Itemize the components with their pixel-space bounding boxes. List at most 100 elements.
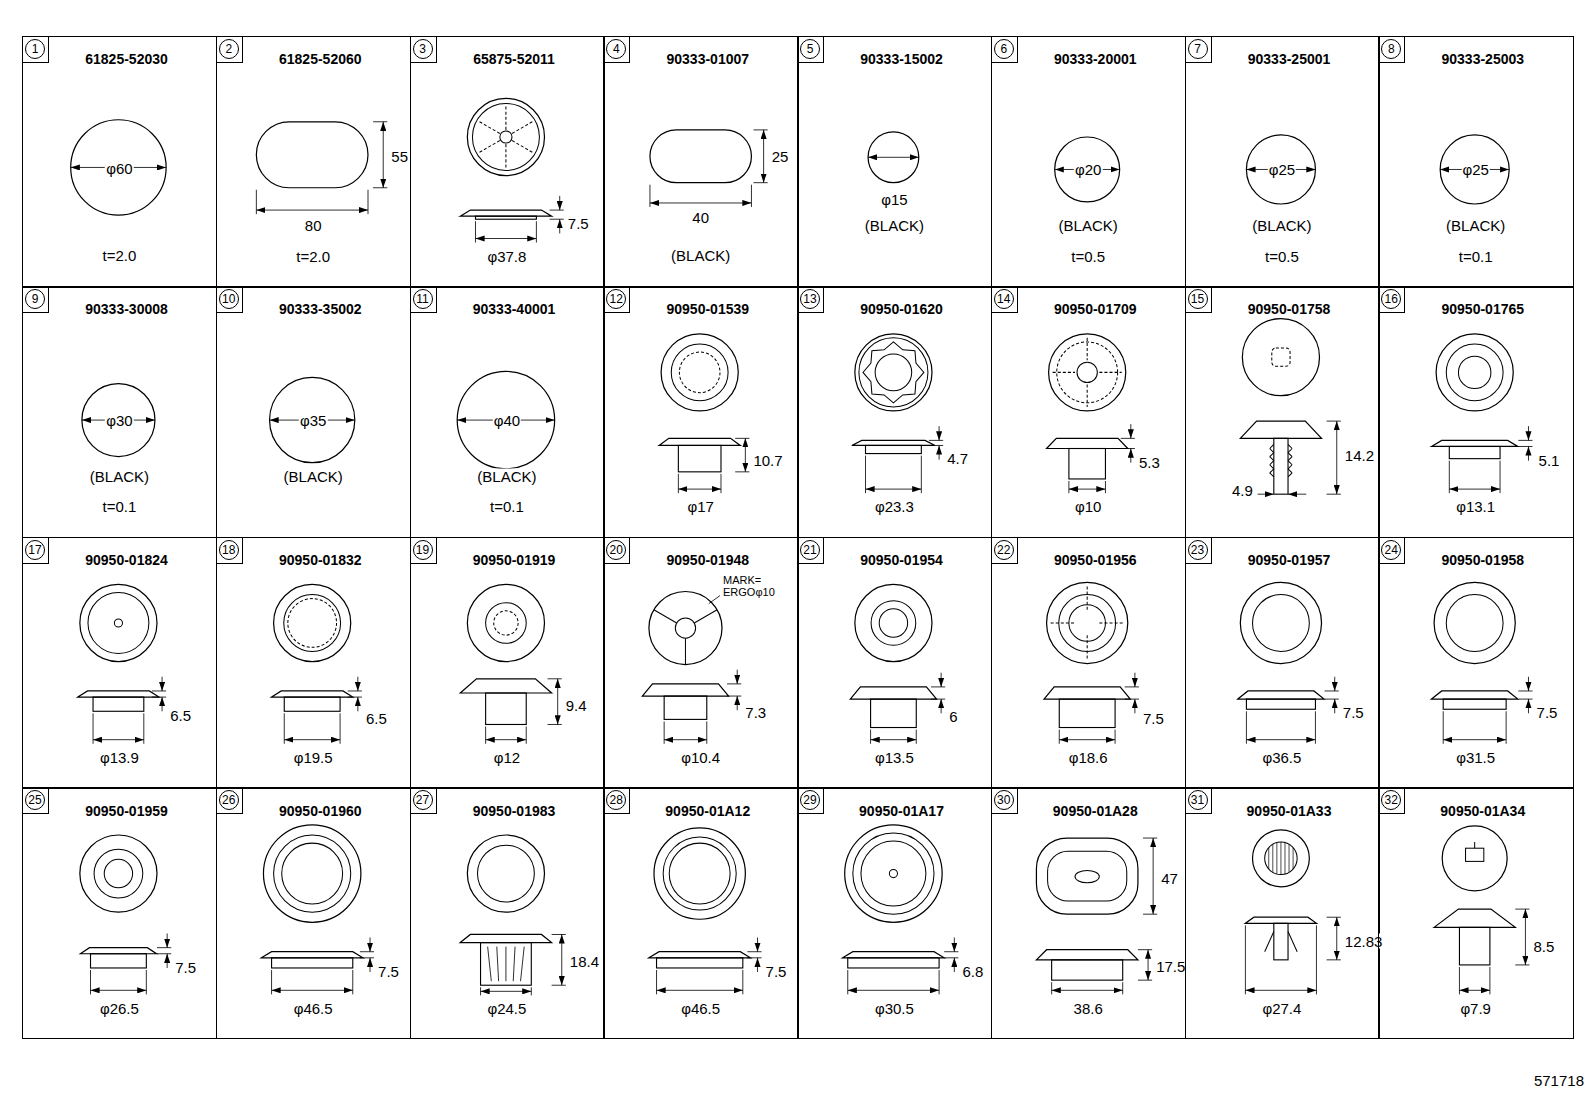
body-profile	[284, 697, 340, 711]
dimension-label: φ18.6	[1068, 749, 1109, 764]
drawing-line	[1270, 457, 1274, 461]
dimension-label: φ12	[493, 749, 521, 764]
outline-circle	[1434, 582, 1515, 663]
callout-number: 13	[800, 289, 820, 309]
dimension-label: 7.5	[765, 963, 788, 978]
extension-line	[552, 934, 566, 935]
cap-profile	[1432, 440, 1518, 446]
extension-line	[90, 970, 91, 994]
part-cell: 3290950-01A348.5φ7.9	[1378, 787, 1573, 1039]
extension-line	[1518, 446, 1532, 447]
extension-line	[747, 951, 761, 952]
drawing-line	[694, 610, 717, 623]
dimension-label: φ10	[1074, 499, 1102, 514]
part-number: 90333-25003	[1441, 52, 1526, 66]
part-drawing	[1036, 838, 1157, 994]
extension-line	[360, 951, 374, 952]
dimension-label: t=0.5	[1264, 248, 1300, 263]
oval-inner	[1048, 851, 1127, 901]
body-profile	[657, 958, 743, 968]
dimension-label: φ40	[493, 413, 521, 428]
drawing-line	[512, 121, 533, 133]
dimension-label: 14.2	[1344, 447, 1375, 462]
extension-line	[1325, 699, 1339, 700]
drawing-line	[1284, 843, 1285, 874]
part-cell: 2590950-019597.5φ26.5	[22, 787, 217, 1039]
dimension-line	[167, 954, 168, 968]
cap-profile	[1036, 950, 1138, 960]
extension-line	[284, 713, 285, 743]
callout-frame: 31	[1186, 788, 1212, 814]
dimension-label: t=0.1	[1458, 248, 1494, 263]
callout-number: 12	[606, 289, 626, 309]
extension-line	[550, 210, 564, 211]
extension-line	[735, 471, 749, 472]
callout-number: 20	[606, 540, 626, 560]
part-number: 90950-01A12	[664, 804, 751, 818]
outline-circle	[270, 377, 355, 462]
part-number: 61825-52030	[84, 52, 169, 66]
extension-line	[1327, 917, 1341, 918]
part-number: 90950-01957	[1247, 553, 1332, 567]
part-cell: 590333-15002φ15(BLACK)	[797, 36, 992, 288]
part-drawing	[82, 384, 155, 457]
part-cell: 1490950-017095.3φ10	[991, 286, 1186, 538]
extension-line	[1059, 730, 1060, 744]
extension-line	[157, 953, 171, 954]
dimension-label: φ46.5	[680, 1000, 721, 1015]
body-profile	[848, 958, 939, 968]
dimension-line	[1069, 489, 1106, 490]
part-number: 90950-01A33	[1246, 804, 1333, 818]
extension-line	[931, 699, 945, 700]
extension-line	[1246, 711, 1247, 743]
body-profile	[1274, 438, 1288, 494]
extension-line	[152, 697, 166, 698]
dimension-line	[871, 739, 917, 740]
drawing-line	[1288, 931, 1297, 951]
body-profile	[664, 696, 707, 719]
dimension-label: 38.6	[1073, 1000, 1104, 1015]
dimension-label: φ17	[686, 499, 714, 514]
dimension-line	[954, 938, 955, 952]
part-number: 90333-40001	[472, 302, 557, 316]
part-drawing	[71, 120, 166, 215]
extension-line	[678, 474, 679, 493]
outline-circle	[1253, 830, 1310, 887]
outline-circle	[1265, 842, 1297, 874]
callout-number: 32	[1381, 790, 1401, 810]
drawing-line	[479, 121, 500, 133]
part-drawing	[80, 835, 171, 994]
dimension-line	[1134, 673, 1135, 687]
dimension-line	[1245, 990, 1316, 991]
extension-line	[475, 221, 476, 242]
outline-circle	[467, 835, 544, 912]
part-drawing	[1240, 319, 1340, 495]
dimension-label: φ20	[1074, 162, 1102, 177]
callout-frame: 17	[23, 538, 49, 564]
callout-number: 15	[1188, 289, 1208, 309]
outline-circle	[457, 371, 554, 468]
part-number: 90950-01959	[84, 804, 169, 818]
part-cell: 790333-25001φ25(BLACK)t=0.5	[1185, 36, 1380, 288]
callout-number: 14	[994, 289, 1014, 309]
body-profile	[481, 943, 532, 986]
dimension-line	[1449, 489, 1500, 490]
drawing-line	[1474, 842, 1475, 848]
outline-circle	[1242, 319, 1319, 396]
part-number: 90333-15002	[859, 52, 944, 66]
body-profile	[1069, 449, 1106, 479]
extension-line	[1443, 711, 1444, 743]
part-number: 65875-52011	[472, 52, 556, 66]
drawing-line	[521, 947, 525, 982]
extension-line	[1115, 730, 1116, 744]
part-number: 90950-01958	[1441, 553, 1526, 567]
dimension-label: 80	[304, 218, 323, 233]
extension-line	[1449, 461, 1450, 493]
extension-line	[340, 713, 341, 743]
dimension-label: t=0.1	[489, 499, 525, 514]
outline-circle	[663, 837, 736, 910]
dimension-label: φ13.9	[99, 749, 140, 764]
dimension-line	[1246, 739, 1315, 740]
part-cell: 2690950-019607.5φ46.5	[216, 787, 411, 1039]
extension-line	[1315, 711, 1316, 743]
